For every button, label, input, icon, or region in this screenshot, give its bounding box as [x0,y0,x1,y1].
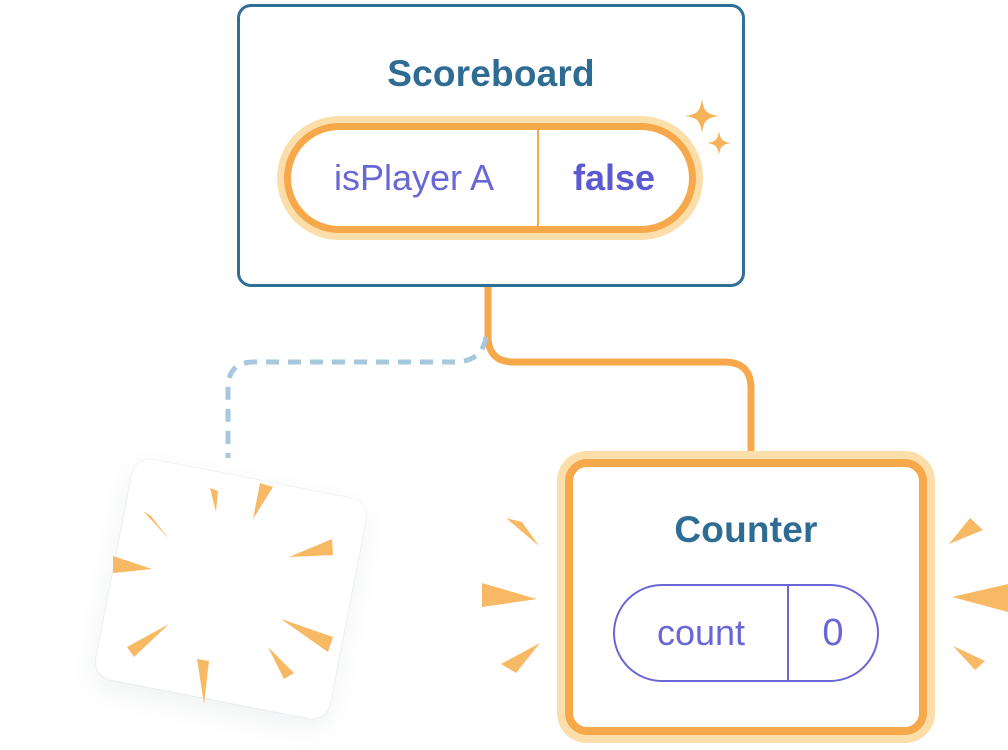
state-value: false [572,157,656,198]
count-value: 0 [822,611,844,654]
emphasis-burst-right-icon [949,518,1008,670]
scoreboard-card: Scoreboard isPlayer A false [237,4,745,287]
connector-active-line [484,285,755,462]
connector-removed-line [225,336,489,458]
destroyed-card [92,456,370,722]
counter-state-pill: count 0 [613,584,879,682]
counter-title: Counter [674,509,818,550]
count-label: count [615,586,789,680]
scoreboard-state-pill: isPlayer A false [284,123,696,233]
state-label: isPlayer A [291,130,539,226]
scoreboard-title: Scoreboard [387,53,595,94]
counter-card: Counter count 0 [565,459,927,735]
emphasis-burst-left-icon [482,518,540,673]
